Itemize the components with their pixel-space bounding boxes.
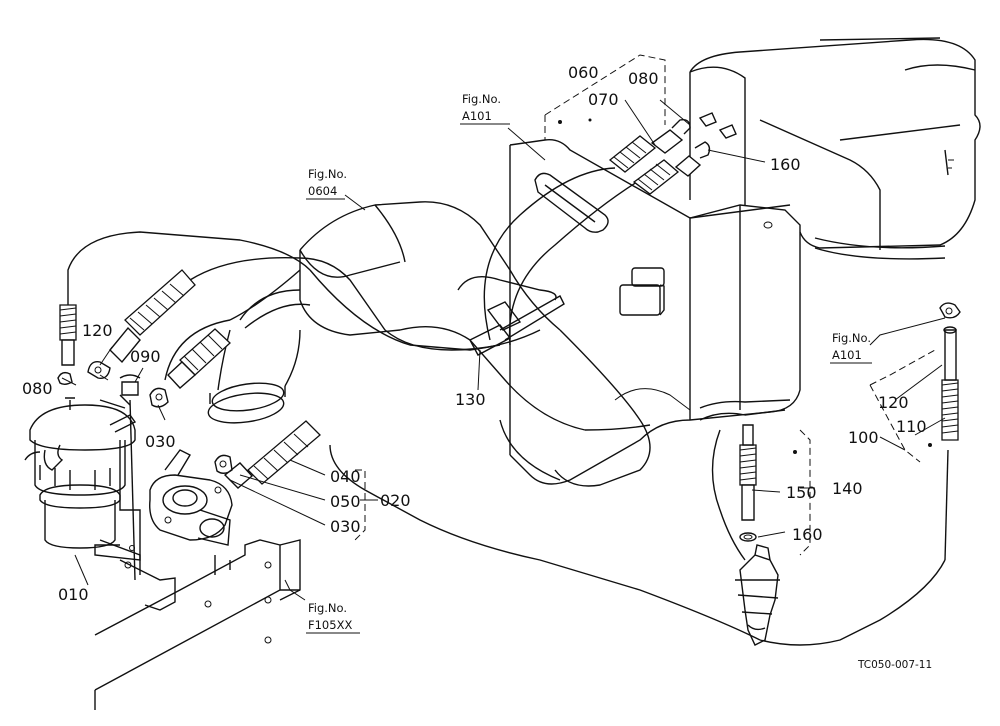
clamps-fittings <box>57 295 565 474</box>
label-120-right: 120 <box>878 393 909 412</box>
filter-bracket <box>94 399 141 581</box>
fig-ref-0604-line2: 0604 <box>308 184 337 198</box>
figure-references: Fig.No. A101 Fig.No. 0604 Fig.No. A101 F… <box>306 92 872 634</box>
hood-assembly <box>689 37 981 260</box>
label-080-top: 080 <box>628 69 659 88</box>
reference-dots <box>558 118 932 454</box>
fig-ref-a101-top-line2: A101 <box>462 109 492 123</box>
dashed-callouts <box>354 54 936 556</box>
fuel-tank <box>509 66 801 485</box>
fig-ref-a101-top-line1: Fig.No. <box>462 92 501 106</box>
fig-ref-a101-right-line2: A101 <box>832 348 862 362</box>
label-150: 150 <box>786 483 817 502</box>
fuel-line-routing <box>67 167 949 646</box>
drawing-code: TC050-007-11 <box>857 659 932 671</box>
label-010: 010 <box>58 585 89 604</box>
hose-110 <box>939 302 961 441</box>
label-100: 100 <box>848 428 879 447</box>
label-110: 110 <box>896 417 927 436</box>
drain-fitting <box>735 544 780 646</box>
frame-rail <box>94 539 301 710</box>
label-160-top: 160 <box>770 155 801 174</box>
label-160-bottom: 160 <box>792 525 823 544</box>
label-040: 040 <box>330 467 361 486</box>
label-130: 130 <box>455 390 486 409</box>
fuel-pump <box>149 449 233 546</box>
part-number-labels: 010 020 030 030 040 050 060 070 080 080 … <box>22 63 927 604</box>
fig-ref-0604-line1: Fig.No. <box>308 167 347 181</box>
fig-ref-f105xx-line2: F105XX <box>308 618 352 632</box>
fig-ref-f105xx-line1: Fig.No. <box>308 601 347 615</box>
label-020: 020 <box>380 491 411 510</box>
label-080-left: 080 <box>22 379 53 398</box>
leader-lines <box>61 99 946 601</box>
label-060: 060 <box>568 63 599 82</box>
fuel-filter-010 <box>24 394 137 549</box>
label-030-right: 030 <box>330 517 361 536</box>
hose-upper-left <box>59 269 321 489</box>
label-140: 140 <box>832 479 863 498</box>
label-050: 050 <box>330 492 361 511</box>
label-090: 090 <box>130 347 161 366</box>
label-070: 070 <box>588 90 619 109</box>
fig-ref-a101-right-line1: Fig.No. <box>832 331 871 345</box>
label-030-left: 030 <box>145 432 176 451</box>
hose-070 <box>608 118 691 173</box>
label-120-left: 120 <box>82 321 113 340</box>
hose-160-top <box>632 112 737 195</box>
hose-150 <box>739 424 757 542</box>
air-duct <box>207 201 651 487</box>
